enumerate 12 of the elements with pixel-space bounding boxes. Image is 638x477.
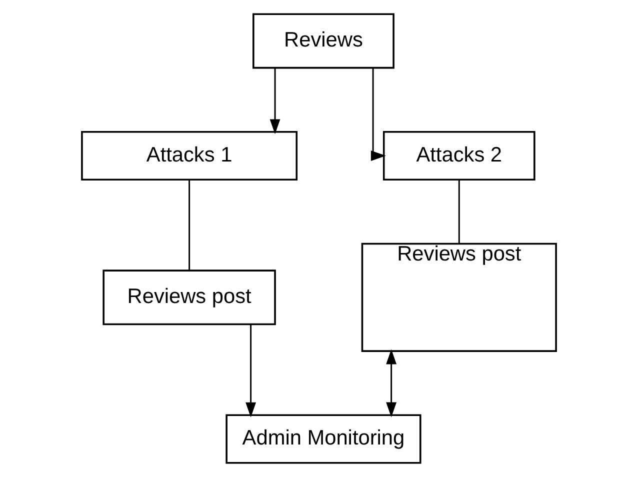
node-box: Attacks 2 [382, 131, 536, 181]
arrow [270, 68, 280, 134]
node-box: Admin Monitoring [226, 414, 422, 464]
node-box: Reviews post [361, 242, 557, 352]
connector [188, 180, 190, 270]
node-box: Reviews post [102, 270, 276, 326]
node-box: Attacks 1 [81, 131, 298, 181]
arrow [370, 68, 386, 161]
arrow [246, 324, 256, 418]
connector [458, 180, 460, 244]
node-box: Reviews [252, 13, 394, 69]
arrow [386, 349, 397, 418]
